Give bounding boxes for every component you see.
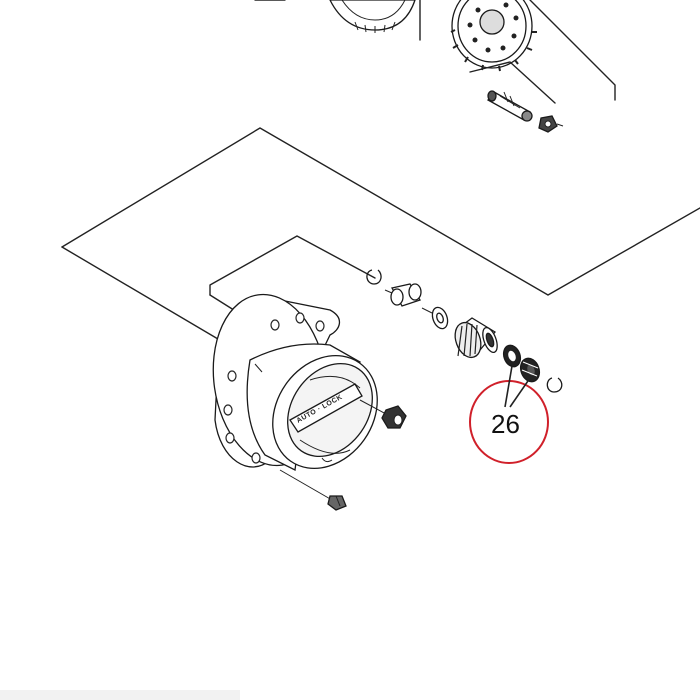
pin-part	[487, 90, 533, 122]
callout-leader	[509, 377, 531, 408]
frame-lines	[61, 127, 700, 353]
locking-hub-body: AUTO · LOCK	[212, 293, 378, 472]
callout-leader	[504, 365, 513, 408]
gear-part	[454, 317, 498, 359]
small-nut-part	[538, 115, 564, 133]
spring-part-1	[502, 344, 522, 368]
end-washer-part	[546, 377, 563, 393]
spring-part-2	[519, 357, 541, 383]
bushing-part	[384, 283, 422, 307]
callout-number: 26	[491, 409, 520, 439]
snap-ring-part	[366, 269, 382, 285]
top-gear-assembly	[254, 0, 616, 133]
callout-26: 26	[469, 365, 549, 464]
hub-nut-part	[359, 399, 407, 429]
washer-part	[421, 306, 449, 330]
screw-part	[279, 469, 347, 511]
